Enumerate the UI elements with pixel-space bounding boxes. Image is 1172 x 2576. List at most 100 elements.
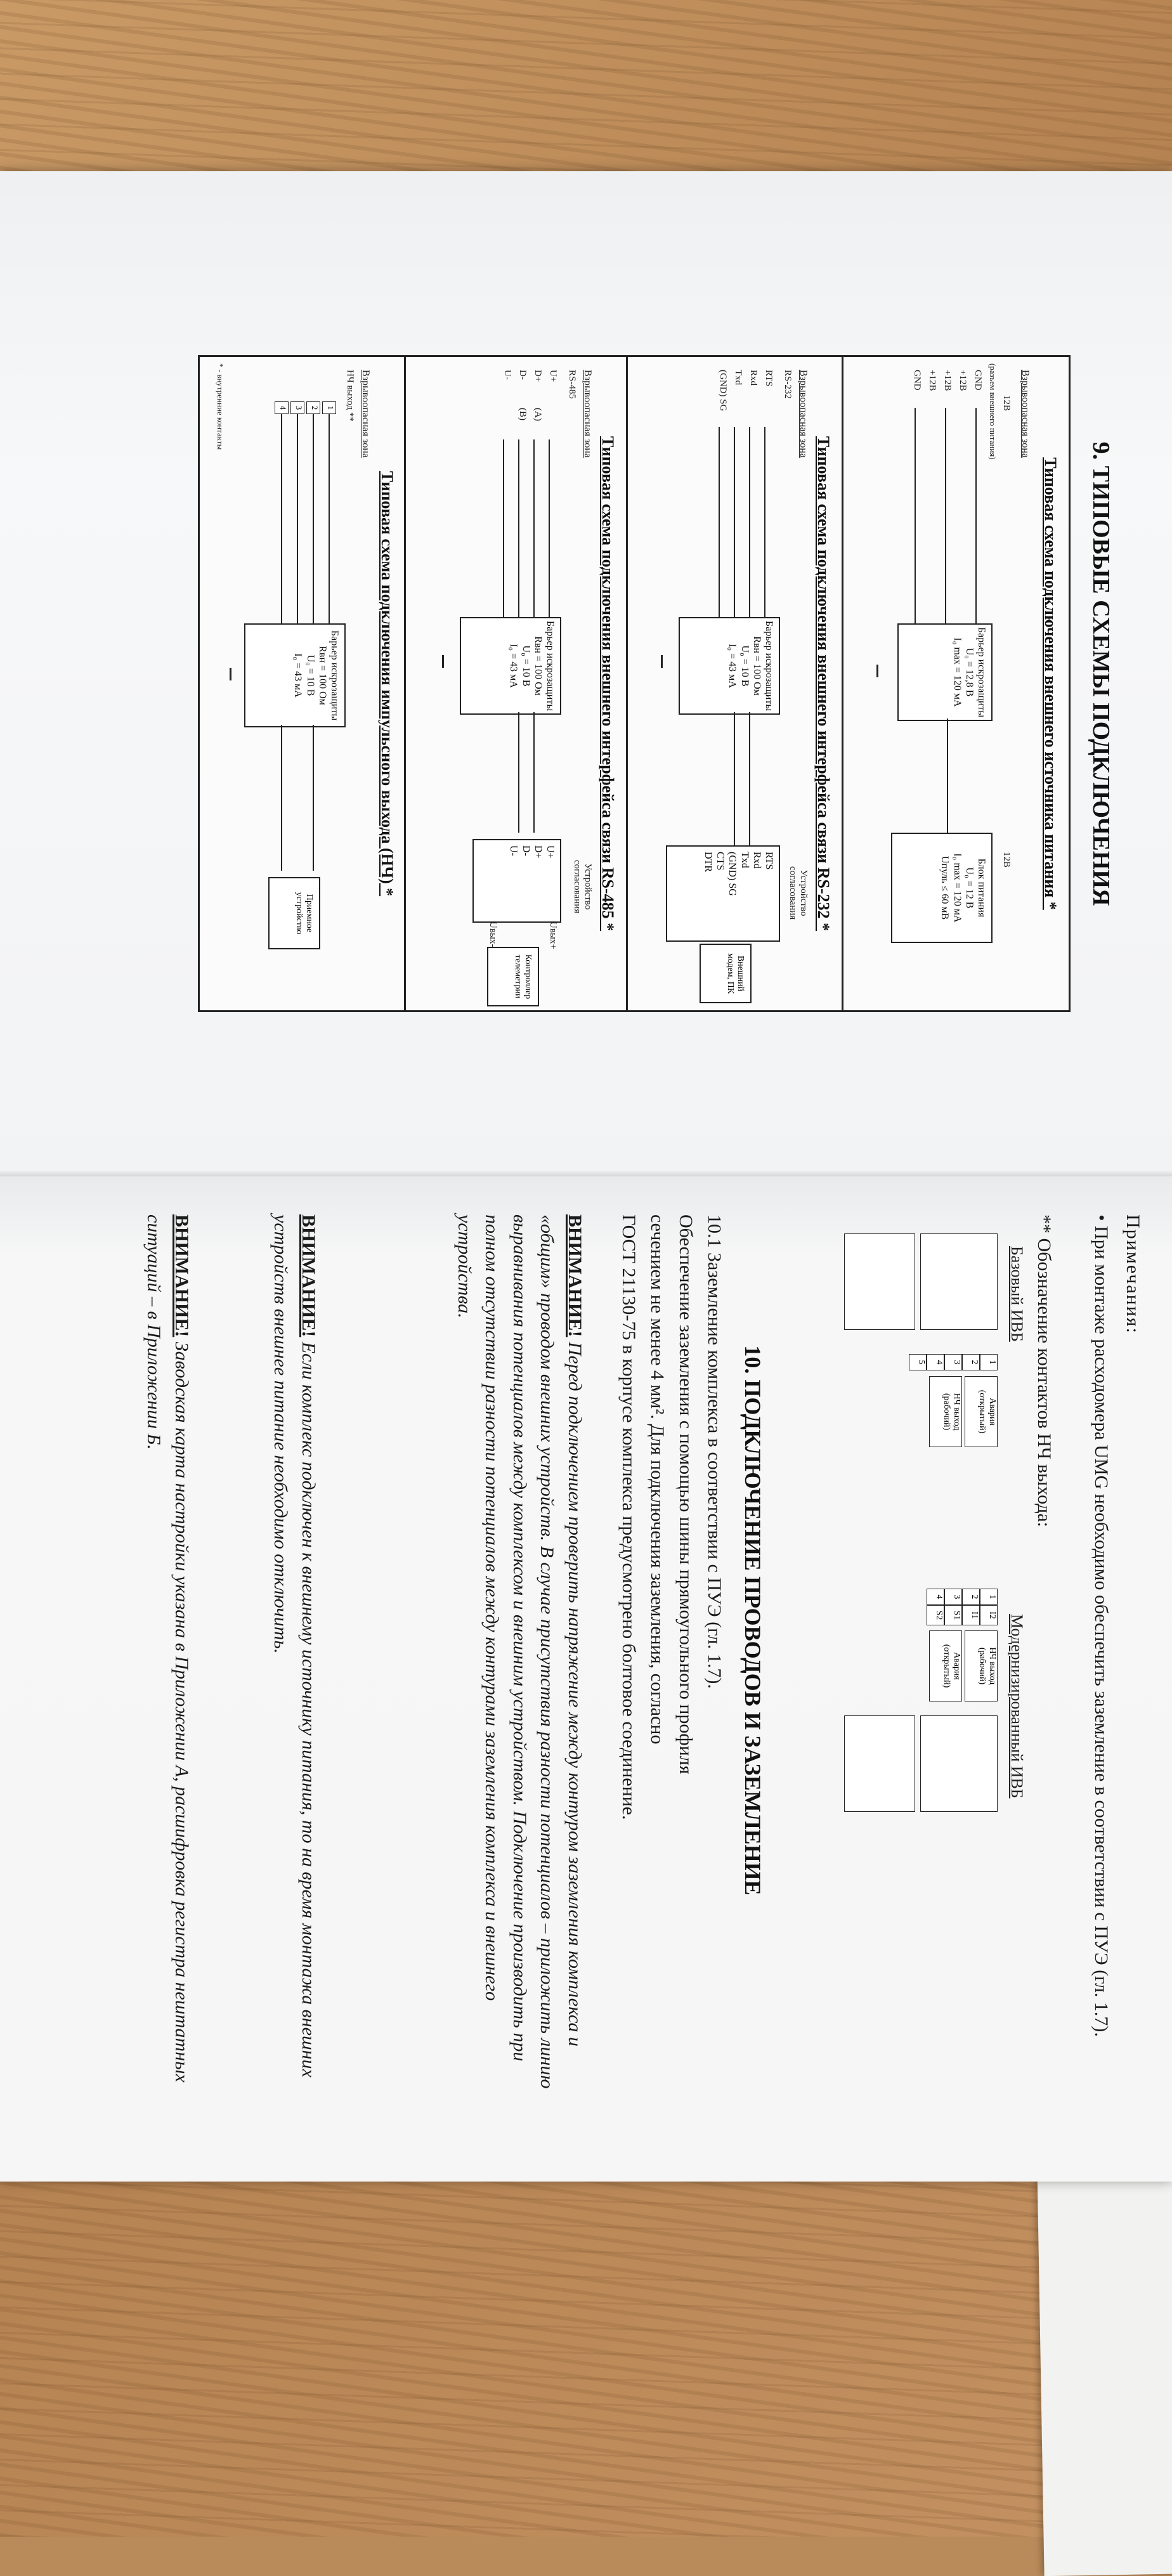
diagram3-zone: Взрывоопасная зона: [582, 370, 593, 458]
diagram2-pin-list: RTS Rxd Txd (GND) SG: [713, 370, 774, 411]
ibs-optocoupler-icon: [920, 1233, 998, 1330]
wire: [313, 414, 314, 623]
wire: [518, 712, 519, 833]
pin-label: D+: [533, 370, 543, 382]
ibs-row-num: 5: [909, 1354, 927, 1370]
wire: [764, 427, 765, 617]
mibs-row-num: 4: [927, 1589, 944, 1605]
page-right: Примечания: • При монтаже расходомера UM…: [0, 1176, 1172, 2182]
wire: [297, 414, 298, 623]
wire: [719, 427, 720, 617]
pin-1: 1: [322, 401, 336, 414]
uout-plus: Uвых+: [548, 921, 558, 949]
pin-label: Txd: [733, 370, 743, 386]
diagram4-external: Приемное устройство: [268, 877, 320, 949]
warning-3: ВНИМАНИЕ! Заводская карта настройки указ…: [140, 1214, 195, 2102]
page-left: 9. ТИПОВЫЕ СХЕМЫ ПОДКЛЮЧЕНИЯ Типовая схе…: [0, 171, 1172, 1176]
ibs-diagram: 1 2 3 4 5 Авария (открытый) НЧ выход (ра…: [807, 1233, 998, 1538]
pin-3: 3: [290, 401, 304, 414]
warning-2-text: Если комплекс подключен к внешнему источ…: [270, 1214, 320, 2078]
wire: [533, 439, 535, 617]
device-pin: U-: [508, 845, 519, 856]
diagram4-iface: НЧ выход **: [345, 370, 355, 422]
mibs-row-label: Авария (открытый): [929, 1630, 962, 1701]
diagram2-title: Типовая схема подключения внешнего интер…: [814, 436, 833, 932]
wire: [947, 719, 948, 833]
diagram3-device: Устройство согласования: [572, 859, 593, 914]
mibs-row-num: 1: [980, 1589, 998, 1605]
note-bullet-1-text: При монтаже расходомера UMG необходимо о…: [1091, 1226, 1112, 2037]
pin-label: D-: [518, 370, 528, 380]
device-pin: U+: [545, 845, 556, 859]
ground-icon: [868, 665, 878, 677]
para-10-1-a: 10.1 Заземление комплекса в соответствии…: [704, 1214, 725, 1689]
separator: [404, 357, 406, 1010]
warning-3-text: Заводская карта настройки указана в Прил…: [143, 1214, 193, 2083]
note-bullet-2: ** Обозначение контактов НЧ выхода:: [1034, 1214, 1055, 1528]
diagram2-device-box: RTS Rxd Txd (GND) SG CTS DTR: [666, 845, 780, 942]
warning-2-label: ВНИМАНИЕ!: [298, 1214, 319, 1337]
mid-label: (B): [518, 408, 528, 420]
notes-title: Примечания:: [1123, 1214, 1143, 1334]
diagram1-psu-title: 12В: [1001, 852, 1012, 868]
pin-label: (GND) SG: [718, 370, 728, 412]
diagram2-zone: Взрывоопасная зона: [798, 370, 809, 458]
separator: [626, 357, 628, 1010]
wire: [281, 414, 282, 623]
wire: [313, 725, 314, 871]
wire: [975, 408, 977, 623]
note-bullet-2-text: Обозначение контактов НЧ выхода:: [1034, 1238, 1055, 1528]
pin-label: U-: [502, 370, 512, 380]
mibs-optocoupler-icon: [920, 1715, 998, 1812]
diagram3-iface: RS-485: [567, 370, 577, 399]
pin-label: RTS: [764, 370, 774, 387]
warning-1-label: ВНИМАНИЕ!: [564, 1214, 585, 1337]
ibs-title: Базовый ИВБ: [1008, 1246, 1026, 1342]
wire: [749, 712, 750, 845]
ground-icon: [433, 655, 444, 668]
mibs-optocoupler-icon: [844, 1715, 915, 1812]
pin-label: U+: [548, 370, 558, 382]
diagram3-external: Контроллер телеметрии: [487, 947, 539, 1006]
device-pin: (GND) SG: [727, 852, 738, 896]
wire: [518, 439, 519, 617]
wire: [749, 427, 750, 617]
diagram2-barrier: Барьер искрозащиты Rвн = 100 Ом U₀ = 10 …: [679, 617, 780, 715]
diagram1-zone: Взрывоопасная зона: [1020, 370, 1031, 458]
ibs-row-label: Авария (открытый): [965, 1376, 998, 1447]
ibs-row-num: 2: [962, 1354, 980, 1370]
separator: [842, 357, 843, 1010]
pin-label: +12В: [942, 370, 953, 391]
section-9-title: 9. ТИПОВЫЕ СХЕМЫ ПОДКЛЮЧЕНИЯ: [1088, 441, 1114, 906]
wire: [945, 408, 946, 623]
wire: [281, 725, 282, 871]
warning-2: ВНИМАНИЕ! Если комплекс подключен к внеш…: [267, 1214, 322, 2102]
ibs-optocoupler-icon: [844, 1233, 915, 1330]
ground-icon: [652, 655, 663, 668]
diagram4-title: Типовая схема подключения импульсного вы…: [378, 471, 396, 897]
para-10-1-d: ГОСТ 21130-75 в корпусе комплекса предус…: [618, 1214, 639, 1820]
diagram3-barrier: Барьер искрозащиты Rвн = 100 Ом U₀ = 10 …: [460, 617, 561, 715]
diagram1-title: Типовая схема подключения внешнего источ…: [1041, 457, 1060, 910]
diagram1-psu: Блок питания U₀ = 12 В I₀ max = 120 мА U…: [891, 833, 993, 943]
para-10-1-b: Обеспечение заземления с помощью шины пр…: [675, 1214, 696, 1774]
diagram1-zone-note: (разъем внешнего питания): [988, 363, 998, 460]
ground-icon: [221, 668, 231, 680]
ibs-row-num: 4: [927, 1354, 944, 1370]
para-10-1-c: сечением не менее 4 мм². Для подключения…: [647, 1214, 668, 1745]
diagram1-pin-list: GND +12В +12В +12В GND: [907, 370, 983, 391]
device-pin: D-: [520, 845, 531, 856]
wire: [533, 712, 535, 833]
warning-1: ВНИМАНИЕ! Перед подключением проверить н…: [451, 1214, 589, 2102]
mibs-diagram: 1 2 3 4 I2 I1 S1 S2 НЧ выход (рабочий) А…: [807, 1589, 998, 1887]
section-10-title: 10. ПОДКЛЮЧЕНИЕ ПРОВОДОВ И ЗАЗЕМЛЕНИЕ: [740, 1345, 765, 1896]
device-pin: CTS: [715, 852, 726, 871]
pin-label: GND: [973, 370, 983, 391]
open-booklet: 9. ТИПОВЫЕ СХЕМЫ ПОДКЛЮЧЕНИЯ Типовая схе…: [0, 171, 1172, 2182]
wire: [734, 427, 735, 617]
pin-label: Rxd: [748, 370, 759, 386]
diagram4-barrier: Барьер искрозащиты Rвн = 100 Ом U₀ = 10 …: [244, 623, 346, 727]
pin-4: 4: [275, 401, 289, 414]
mid-label: (A): [533, 408, 543, 421]
mibs-row-code: S1: [944, 1605, 962, 1625]
